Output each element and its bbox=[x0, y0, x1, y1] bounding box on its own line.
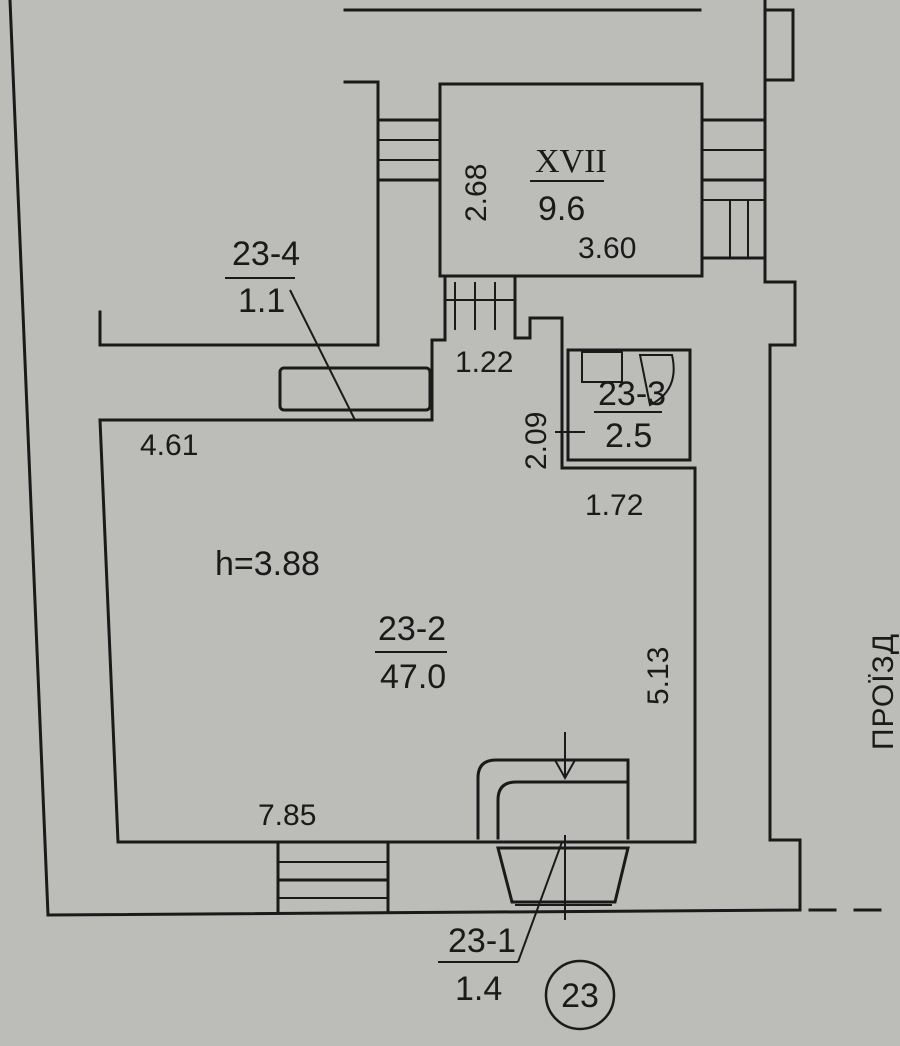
stair-room-id: XVII bbox=[535, 143, 607, 180]
wc-room-id: 23-3 bbox=[598, 375, 666, 413]
vestibule-leader bbox=[517, 841, 563, 963]
dim-wc-bottom: 1.72 bbox=[585, 489, 643, 522]
unit-number: 23 bbox=[561, 977, 599, 1015]
dim-main-bottom: 7.85 bbox=[258, 799, 316, 832]
vestibule-room-area: 1.4 bbox=[455, 970, 502, 1008]
storage-leader bbox=[289, 289, 356, 421]
main-room-id: 23-2 bbox=[378, 610, 446, 648]
main-room-area: 47.0 bbox=[380, 658, 446, 696]
unit-number-badge: 23 bbox=[544, 959, 616, 1031]
dim-stair-height: 2.68 bbox=[460, 164, 493, 222]
outer-wall bbox=[8, 0, 802, 917]
stair-room bbox=[376, 82, 767, 278]
corridor bbox=[443, 274, 697, 842]
vestibule-room-id: 23-1 bbox=[448, 922, 516, 960]
storage-room-id: 23-4 bbox=[232, 235, 300, 273]
room-height: h=3.88 bbox=[215, 545, 320, 583]
dim-main-right: 5.13 bbox=[642, 647, 675, 705]
main-room bbox=[98, 338, 697, 844]
storage-room-area: 1.1 bbox=[238, 282, 285, 320]
wc-room bbox=[555, 348, 692, 462]
dim-main-top: 4.61 bbox=[140, 429, 198, 462]
dim-corridor-width: 1.22 bbox=[455, 346, 513, 379]
wc-room-area: 2.5 bbox=[605, 417, 652, 455]
dim-stair-width: 3.60 bbox=[578, 232, 636, 265]
street-label: ПРОЇЗД bbox=[867, 633, 900, 750]
dim-corridor-length: 2.09 bbox=[520, 412, 553, 470]
upper-left-wall bbox=[98, 80, 380, 347]
stair-room-area: 9.6 bbox=[538, 190, 585, 228]
entrance bbox=[276, 732, 630, 920]
